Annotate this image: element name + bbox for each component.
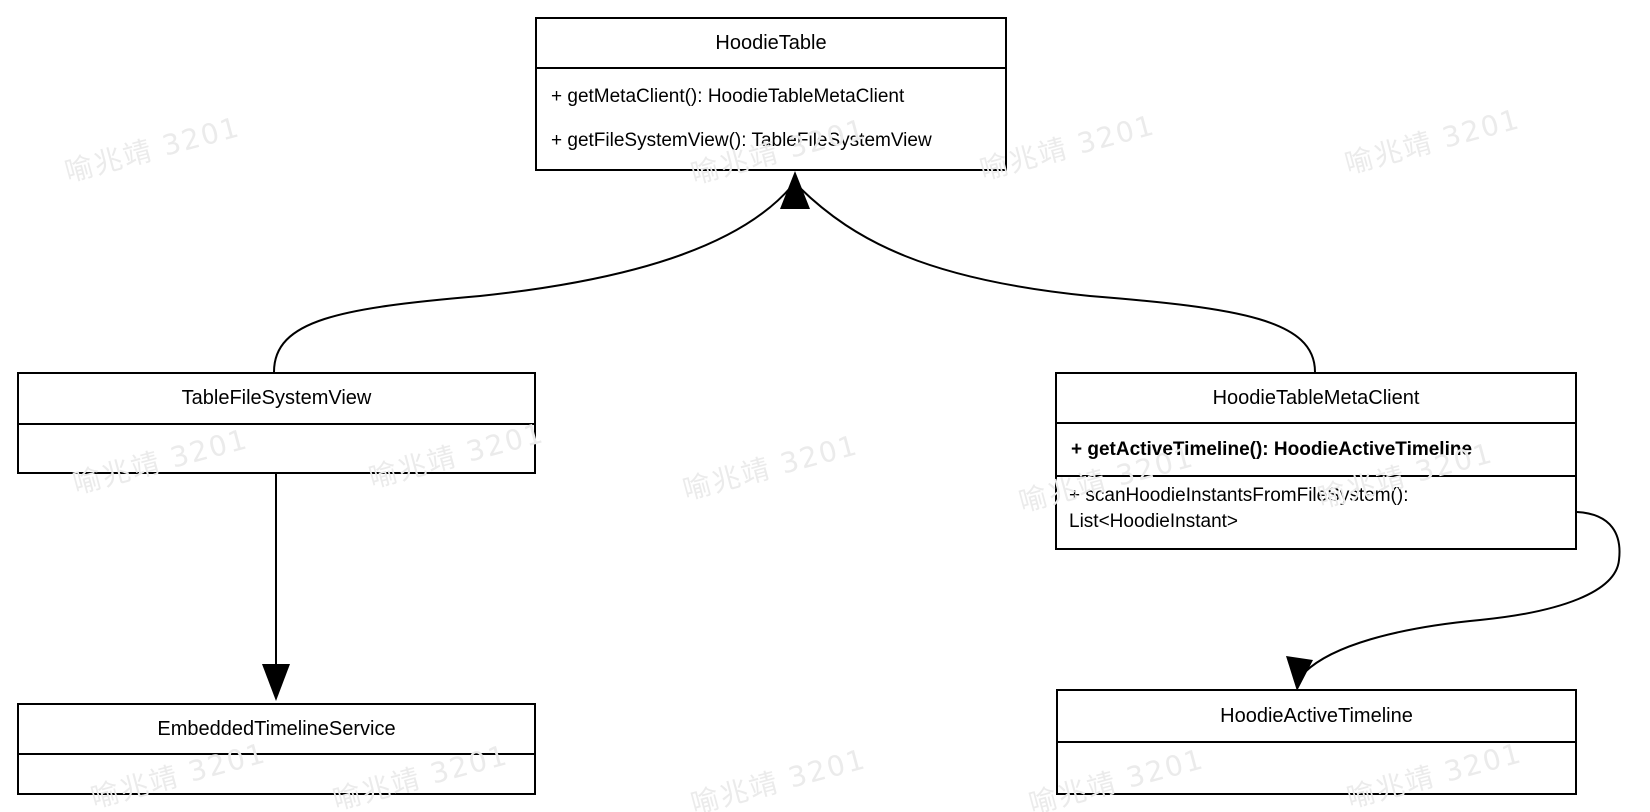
methods-compartment: + getMetaClient(): HoodieTableMetaClient… [537, 69, 1005, 169]
class-title: TableFileSystemView [19, 374, 534, 425]
arrowhead-down-left-icon [1286, 656, 1313, 691]
method-label: + getMetaClient(): HoodieTableMetaClient [551, 86, 905, 107]
empty-compartment [19, 755, 534, 793]
class-box-hoodietablemetaclient: HoodieTableMetaClient + getActiveTimelin… [1055, 372, 1577, 550]
watermark-text: 喻兆靖 3201 [1341, 102, 1524, 181]
class-box-tablefilesystemview: TableFileSystemView [17, 372, 536, 474]
arrowhead-up-icon [780, 171, 810, 209]
methods-compartment: + scanHoodieInstantsFromFileSystem(): Li… [1057, 477, 1575, 548]
watermark-text: 喻兆靖 3201 [61, 110, 244, 189]
inheritance-curve-left [273, 186, 792, 373]
class-title: HoodieTable [537, 19, 1005, 69]
empty-compartment [1058, 743, 1575, 793]
method-label: + getFileSystemView(): TableFileSystemVi… [551, 130, 932, 151]
class-box-hoodietable: HoodieTable + getMetaClient(): HoodieTab… [535, 17, 1007, 171]
inheritance-curve-right [798, 186, 1316, 373]
class-title: HoodieTableMetaClient [1057, 374, 1575, 424]
class-box-hoodieactivetimeline: HoodieActiveTimeline [1056, 689, 1577, 795]
class-box-embeddedtimelineservice: EmbeddedTimelineService [17, 703, 536, 795]
class-title: EmbeddedTimelineService [19, 705, 534, 755]
arrowhead-down-icon [262, 664, 290, 701]
class-title: HoodieActiveTimeline [1058, 691, 1575, 743]
watermark-text: 喻兆靖 3201 [687, 742, 870, 812]
method-label: + getActiveTimeline(): HoodieActiveTimel… [1071, 438, 1473, 460]
method-label: + scanHoodieInstantsFromFileSystem(): Li… [1069, 485, 1409, 532]
empty-compartment [19, 425, 534, 472]
watermark-text: 喻兆靖 3201 [679, 428, 862, 507]
methods-compartment: + getActiveTimeline(): HoodieActiveTimel… [1057, 424, 1575, 477]
